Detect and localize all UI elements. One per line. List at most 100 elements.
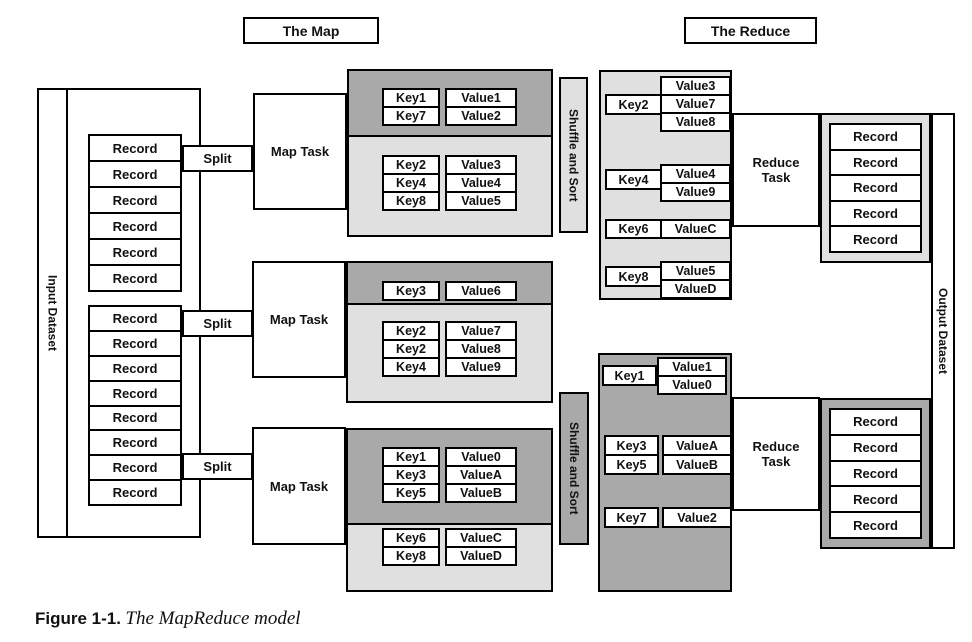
shuffle-sort-bar-1: Shuffle and Sort (559, 77, 588, 233)
record-row: Record (90, 238, 180, 264)
key-cell: Key1 (382, 88, 440, 108)
value-cell: Value1 (657, 357, 727, 377)
input-record-group-1: Record Record Record Record Record Recor… (88, 134, 182, 292)
value-cell: Value9 (445, 357, 517, 377)
value-cell: Value4 (445, 173, 517, 193)
record-row: Record (831, 199, 920, 226)
output-panel-2: Record Record Record Record Record (820, 398, 931, 549)
key-cell: Key4 (382, 173, 440, 193)
map-task-box-1: Map Task (253, 93, 347, 210)
kv-table: Key6 Key8 ValueC ValueD (382, 528, 517, 566)
value-cell: ValueA (445, 465, 517, 485)
key-cell: Key8 (382, 191, 440, 211)
record-row: Record (831, 511, 920, 537)
record-row: Record (831, 148, 920, 175)
record-row: Record (90, 379, 180, 405)
value-cell: Value5 (445, 191, 517, 211)
key-cell: Key4 (382, 357, 440, 377)
value-box: ValueC (660, 219, 731, 239)
map-task-box-2: Map Task (252, 261, 346, 378)
output-dataset-label: Output Dataset (931, 113, 955, 549)
key-cell: Key7 (382, 106, 440, 126)
value-cell: Value4 (660, 164, 731, 184)
record-row: Record (90, 354, 180, 380)
value-stack: Value3 Value7 Value8 (660, 76, 731, 132)
figure-caption: Figure 1-1. The MapReduce model (35, 608, 301, 630)
map-task-box-3: Map Task (252, 427, 346, 545)
output-record-group-2: Record Record Record Record Record (829, 408, 922, 539)
key-cell: Key2 (382, 339, 440, 359)
value-box: ValueB (662, 454, 732, 475)
value-cell: Value3 (660, 76, 731, 96)
kv-table: Key1 Key7 Value1 Value2 (382, 88, 517, 126)
key-box: Key4 (605, 169, 662, 190)
figure-title: The MapReduce model (125, 608, 301, 629)
key-box: Key1 (602, 365, 657, 386)
record-row: Record (831, 485, 920, 511)
value-cell: ValueD (660, 279, 731, 299)
value-cell: Value8 (445, 339, 517, 359)
input-dataset-label: Input Dataset (37, 88, 68, 538)
value-box: Value2 (662, 507, 732, 528)
record-row: Record (90, 264, 180, 290)
key-cell: Key8 (382, 546, 440, 566)
key-cell: Key5 (382, 483, 440, 503)
key-cell: Key3 (382, 465, 440, 485)
input-record-group-2: Record Record Record Record Record Recor… (88, 305, 182, 506)
kv-table: Key1 Key3 Key5 Value0 ValueA ValueB (382, 447, 517, 503)
value-stack: Value4 Value9 (660, 164, 731, 202)
map-output-box-2: Key3 Value6 Key2 Key2 Key4 Value7 Value8… (346, 261, 553, 403)
value-cell: Value7 (660, 94, 731, 114)
record-row: Record (90, 329, 180, 355)
record-row: Record (90, 429, 180, 454)
key-box: Key7 (604, 507, 659, 528)
value-cell: Value6 (445, 281, 517, 301)
reduce-task-label: Reduce Task (752, 155, 800, 185)
value-cell: Value8 (660, 112, 731, 132)
value-cell: Value0 (445, 447, 517, 467)
value-cell: Value1 (445, 88, 517, 108)
value-cell: Value0 (657, 375, 727, 395)
kv-table: Key2 Key4 Key8 Value3 Value4 Value5 (382, 155, 517, 211)
record-row: Record (853, 129, 898, 145)
reduce-input-panel-1: Value3 Value7 Value8 Key2 Value4 Value9 … (599, 70, 732, 300)
split-box-1: Split (182, 145, 253, 172)
key-cell: Key2 (382, 321, 440, 341)
reduce-section-title: The Reduce (684, 17, 817, 44)
value-cell: Value9 (660, 182, 731, 202)
value-stack: Value5 ValueD (660, 261, 731, 299)
split-box-3: Split (182, 453, 253, 480)
record-row: Record (112, 310, 158, 326)
value-stack: Value1 Value0 (657, 357, 727, 395)
record-row: Record (831, 433, 920, 460)
record-row: Record (831, 225, 920, 251)
key-box: Key3 (604, 435, 659, 456)
shuffle-sort-bar-2: Shuffle and Sort (559, 392, 589, 545)
figure-number: Figure 1-1. (35, 609, 121, 628)
value-cell: Value5 (660, 261, 731, 281)
value-cell: ValueD (445, 546, 517, 566)
value-cell: Value2 (445, 106, 517, 126)
key-cell: Key3 (382, 281, 440, 301)
record-row: Record (90, 454, 180, 479)
map-output-box-3: Key1 Key3 Key5 Value0 ValueA ValueB Key6… (346, 428, 553, 592)
split-box-2: Split (182, 310, 253, 337)
value-cell: Value7 (445, 321, 517, 341)
map-section-title: The Map (243, 17, 379, 44)
key-cell: Key1 (382, 447, 440, 467)
record-row: Record (831, 459, 920, 486)
reduce-input-panel-2: Value1 Value0 Key1 Key3 ValueA Key5 Valu… (598, 353, 732, 592)
record-row: Record (90, 186, 180, 212)
key-box: Key6 (605, 219, 662, 239)
map-output-box-1: Key1 Key7 Value1 Value2 Key2 Key4 Key8 V… (347, 69, 553, 237)
record-row: Record (90, 404, 180, 430)
key-cell: Key6 (382, 528, 440, 548)
record-row: Record (90, 212, 180, 238)
record-row: Record (90, 479, 180, 504)
key-box: Key2 (605, 94, 662, 115)
key-cell: Key2 (382, 155, 440, 175)
key-box: Key5 (604, 454, 659, 475)
output-panel-1: Record Record Record Record Record (820, 113, 931, 263)
reduce-task-box-2: Reduce Task (732, 397, 820, 511)
